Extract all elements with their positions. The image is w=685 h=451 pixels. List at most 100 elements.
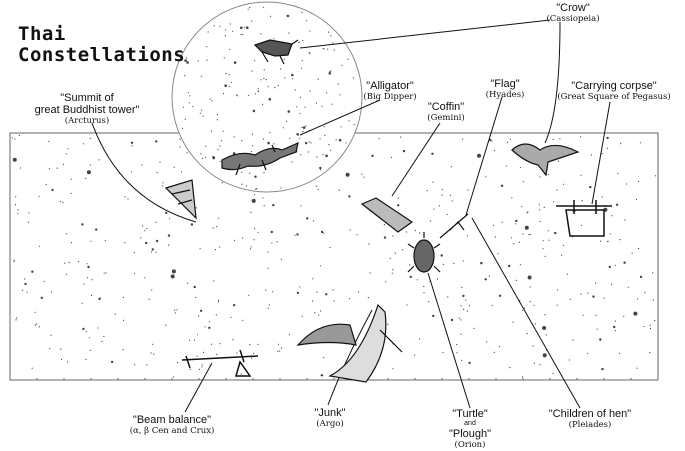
star (284, 77, 286, 79)
star (199, 248, 201, 250)
star (99, 297, 101, 299)
star (402, 249, 404, 251)
star (277, 350, 279, 352)
star (519, 264, 522, 266)
star (631, 252, 633, 254)
star (468, 361, 471, 365)
star (587, 352, 589, 354)
star (24, 282, 27, 286)
star (329, 149, 332, 151)
star (252, 145, 254, 147)
polar-chart-circle (171, 1, 363, 193)
star (533, 304, 535, 306)
star (13, 259, 15, 261)
star (299, 137, 301, 139)
star (267, 141, 270, 145)
star (462, 138, 464, 140)
star (322, 153, 324, 156)
star (466, 235, 468, 237)
star (88, 337, 90, 339)
star (24, 278, 26, 280)
star (254, 227, 256, 230)
star (103, 272, 105, 274)
star (460, 319, 462, 321)
star (461, 359, 463, 361)
star (228, 85, 231, 87)
star (542, 326, 547, 330)
star (180, 171, 182, 173)
star (315, 185, 317, 187)
star (286, 14, 290, 18)
star (252, 109, 256, 113)
pointer-beam (184, 362, 213, 413)
star (151, 248, 154, 251)
star (614, 330, 617, 332)
star (590, 154, 593, 156)
star (636, 298, 639, 300)
star (250, 211, 252, 213)
star (110, 360, 114, 364)
star (28, 212, 30, 214)
star (233, 304, 236, 307)
star (627, 286, 629, 288)
star (643, 325, 645, 328)
star (234, 239, 236, 241)
star (181, 127, 183, 129)
star (225, 29, 227, 31)
star (468, 305, 471, 307)
star (446, 213, 448, 216)
star (569, 298, 571, 300)
star (212, 156, 215, 159)
beam-balance-drawing (181, 349, 259, 377)
junk-drawing (296, 303, 403, 383)
label-summit-sub: (Arcturus) (64, 116, 110, 126)
star (613, 325, 616, 329)
star (492, 224, 495, 226)
star (268, 97, 272, 101)
star (543, 206, 545, 208)
star (240, 26, 243, 30)
star (188, 102, 190, 104)
star (378, 137, 380, 140)
star (219, 145, 221, 147)
star (529, 286, 531, 288)
summit-tower-drawing (164, 179, 197, 220)
star (323, 48, 325, 50)
star (38, 195, 40, 197)
star (533, 362, 536, 364)
star (26, 291, 28, 293)
star (225, 73, 227, 75)
turtle-drawing (407, 232, 441, 273)
star (15, 319, 17, 321)
star (230, 316, 232, 318)
star (383, 224, 385, 226)
star (202, 115, 204, 117)
star (283, 58, 285, 60)
star (392, 368, 394, 370)
star (423, 292, 425, 294)
star (186, 57, 188, 59)
star (649, 327, 652, 330)
star (215, 314, 217, 316)
star (467, 189, 469, 191)
star (216, 226, 218, 228)
carrying-corpse-drawing (556, 200, 612, 237)
star (337, 83, 339, 85)
pointer-lines (91, 19, 611, 413)
star (34, 311, 36, 313)
star (335, 139, 337, 141)
star (269, 131, 271, 134)
star (521, 206, 523, 208)
star (229, 23, 231, 25)
star (394, 252, 396, 254)
star (273, 38, 275, 40)
star (460, 333, 462, 335)
star (601, 367, 604, 371)
star (28, 221, 30, 223)
star (142, 225, 144, 227)
star (333, 300, 335, 302)
star (50, 334, 52, 336)
star (298, 41, 300, 43)
star (89, 164, 91, 166)
star (241, 171, 243, 173)
